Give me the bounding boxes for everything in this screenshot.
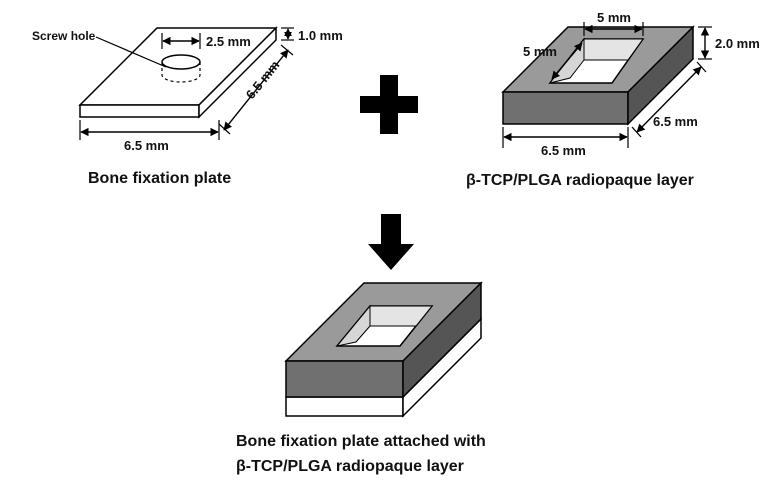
screw-hole-label: Screw hole	[32, 29, 96, 43]
screw-hole-top	[161, 54, 201, 70]
radiopaque-layer: 5 mm 5 mm 2.0 mm 6.5 mm 6.5 mm β-TCP/PLG…	[466, 10, 760, 189]
layer-depth-arrow	[636, 66, 702, 133]
combined-plate-front	[285, 396, 404, 417]
result-caption-line2: β-TCP/PLGA radiopaque layer	[236, 458, 464, 475]
combined-assembly	[284, 281, 483, 418]
layer-front-face	[502, 91, 629, 125]
layer-depth-label: 6.5 mm	[653, 114, 698, 129]
plate-caption: Bone fixation plate	[88, 170, 231, 187]
screw-hole-leader	[95, 36, 167, 68]
bone-fixation-plate: Screw hole 2.5 mm 1.0 mm 6.5 mm 6.5 mm B…	[32, 26, 343, 187]
layer-window-back	[583, 38, 644, 61]
depth-arrow	[223, 49, 289, 131]
arrow-down-icon	[368, 214, 414, 270]
layer-caption: β-TCP/PLGA radiopaque layer	[466, 172, 694, 189]
combined-layer-side	[402, 281, 482, 399]
layer-thickness-label: 2.0 mm	[715, 36, 760, 51]
window-depth-arrow	[551, 42, 583, 80]
depth-tick-far	[280, 44, 294, 56]
combined-window-back	[369, 305, 434, 327]
combined-layer-front	[285, 360, 404, 398]
window-depth-label: 5 mm	[523, 44, 557, 59]
layer-width-label: 6.5 mm	[541, 143, 586, 158]
window-width-label: 5 mm	[597, 10, 631, 25]
plate-front-face	[79, 104, 200, 118]
result-caption-line1: Bone fixation plate attached with	[236, 433, 486, 450]
plate-thickness-label: 1.0 mm	[298, 28, 343, 43]
hole-diameter-label: 2.5 mm	[206, 34, 251, 49]
plate-width-label: 6.5 mm	[124, 138, 169, 153]
plus-icon	[360, 75, 418, 134]
